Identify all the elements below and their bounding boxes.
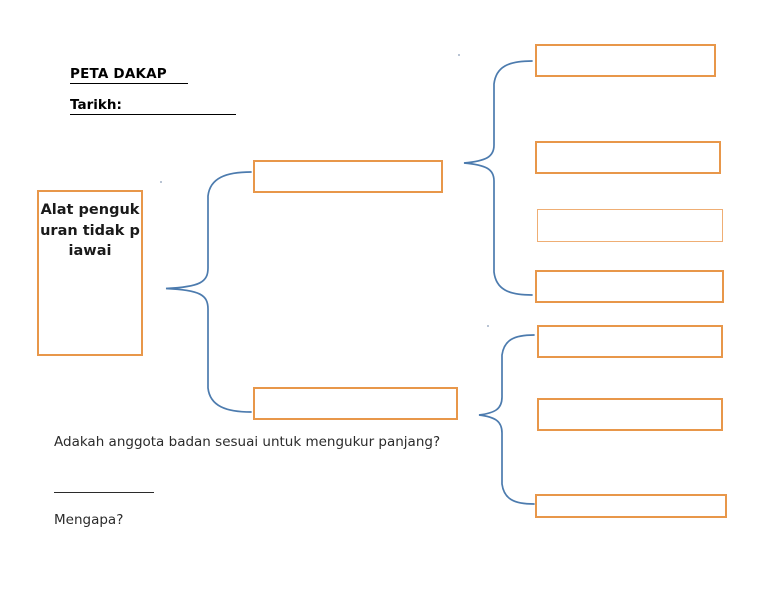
date-label: Tarikh: xyxy=(70,97,122,113)
leaf-box-bottom-3[interactable] xyxy=(535,494,727,518)
brace-branch-top xyxy=(463,60,533,296)
brace-branch-bottom xyxy=(478,334,535,505)
root-node-box[interactable]: Alat pengukuran tidak piawai xyxy=(37,190,143,356)
page-title-underline xyxy=(70,83,188,84)
branch-box-top[interactable] xyxy=(253,160,443,193)
leaf-box-top-1[interactable] xyxy=(535,44,716,77)
leaf-box-bottom-1[interactable] xyxy=(537,325,723,358)
scan-speck xyxy=(160,181,162,183)
scan-speck xyxy=(487,325,489,327)
question-followup: Mengapa? xyxy=(54,512,124,528)
question-prompt: Adakah anggota badan sesuai untuk menguk… xyxy=(54,434,441,450)
page-title: PETA DAKAP xyxy=(70,66,167,82)
date-input-line[interactable] xyxy=(70,114,236,115)
root-node-label: Alat pengukuran tidak piawai xyxy=(40,202,140,260)
scan-speck xyxy=(458,54,460,56)
leaf-box-top-4[interactable] xyxy=(535,270,724,303)
leaf-box-top-3[interactable] xyxy=(537,209,723,242)
leaf-box-bottom-2[interactable] xyxy=(537,398,723,431)
brace-root xyxy=(165,171,252,413)
leaf-box-top-2[interactable] xyxy=(535,141,721,174)
branch-box-bottom[interactable] xyxy=(253,387,458,420)
question-answer-line[interactable] xyxy=(54,492,154,493)
